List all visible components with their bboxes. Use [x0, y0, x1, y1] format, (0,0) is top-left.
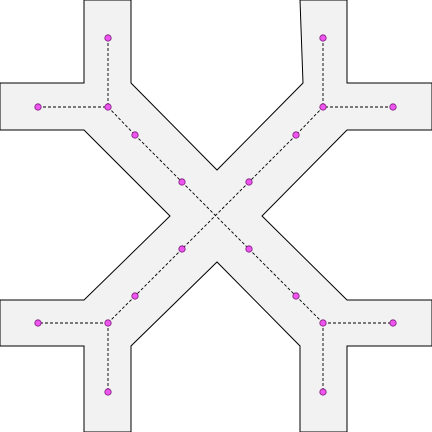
skeleton-node [34, 319, 42, 327]
skeleton-path-layer [38, 38, 393, 392]
skeleton-edge [248, 134, 297, 183]
skeleton-edge [134, 134, 183, 183]
skeleton-node [319, 34, 327, 42]
skeleton-node [319, 319, 327, 327]
skeleton-edge [181, 181, 250, 250]
skeleton-node [131, 292, 139, 300]
skeleton-node [104, 388, 112, 396]
skeleton-node [104, 34, 112, 42]
skeleton-node-layer [34, 34, 397, 396]
skeleton-node [319, 388, 327, 396]
skeleton-edge [107, 106, 136, 136]
skeleton-node [319, 103, 327, 111]
skeleton-node [389, 103, 397, 111]
skeleton-node [131, 131, 139, 139]
skeleton-edge [295, 295, 324, 324]
skeleton-node [104, 319, 112, 327]
skeleton-edge [134, 248, 183, 297]
skeleton-node [245, 245, 253, 253]
skeleton-edge [295, 106, 324, 136]
skeleton-edge [107, 295, 136, 324]
skeleton-edge [248, 248, 297, 297]
skeleton-node [389, 319, 397, 327]
skeleton-node [245, 178, 253, 186]
skeleton-node [292, 131, 300, 139]
skeleton-node [178, 245, 186, 253]
skeleton-node [34, 103, 42, 111]
skeleton-node [178, 178, 186, 186]
skeleton-node [292, 292, 300, 300]
skeleton-node [104, 103, 112, 111]
